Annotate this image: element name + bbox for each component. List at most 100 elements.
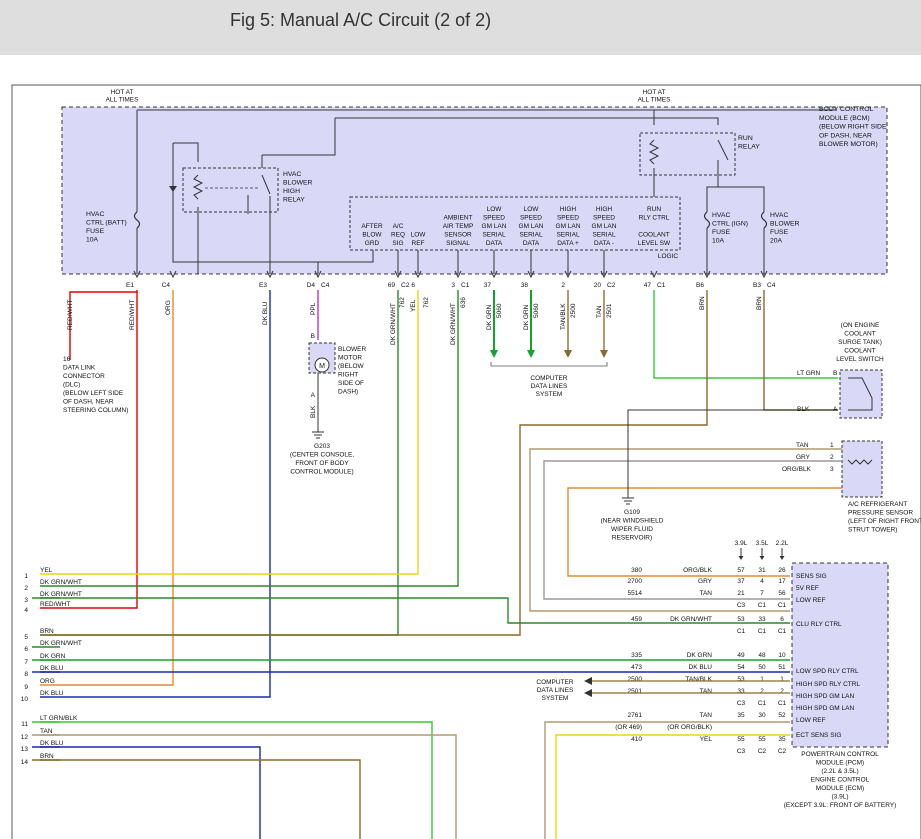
pcm-box <box>791 562 889 748</box>
hvac-ign-fuse-label-0: HVAC <box>712 212 730 219</box>
pressure-pin-2: 3 <box>830 466 834 473</box>
pcm-pin3-8: 1 <box>780 676 784 683</box>
pcm-label-5: (3.9L) <box>832 794 849 801</box>
pin-conn-10: C2 <box>607 282 616 289</box>
hvac-blower-fuse-label-1: BLOWER <box>770 221 800 228</box>
hvac-relay-label-2: HIGH <box>283 188 300 195</box>
pcm-circuit-9: 2501 <box>628 688 643 695</box>
blower-motor-label-2: (BELOW <box>338 363 365 370</box>
hvac-relay-label-0: HVAC <box>283 171 301 178</box>
dlc-label-2: CONNECTOR <box>63 373 105 380</box>
hvac-ign-fuse-label-1: CTRL (IGN) <box>712 221 748 228</box>
wire-label-762-2: 762 <box>423 297 430 308</box>
pcm-pin3-0: 26 <box>778 567 786 574</box>
computer-data-lines-label-1: DATA LINES <box>531 383 568 390</box>
blower-motor-m: M <box>319 363 325 370</box>
bcm-input-label-6-3: SERIAL <box>556 232 580 239</box>
bcm-input-label-6-4: DATA + <box>557 240 579 247</box>
pcm-func-8: HIGH SPD RLY CTRL <box>796 681 860 688</box>
left-wire-color-8: ORG <box>40 678 55 685</box>
pin-chevron-8 <box>527 270 535 279</box>
pcm-pin3-1: 17 <box>778 578 786 585</box>
g109-label-2: WIPER FLUID <box>611 526 653 533</box>
pin-chevron-13 <box>760 270 768 279</box>
bcm-input-label-7-1: SPEED <box>593 215 615 222</box>
left-wire-color-0: YEL <box>40 567 53 574</box>
wire-label-brn-1: BRN <box>699 296 706 310</box>
pcm-label-6: (EXCEPT 3.9L: FRONT OF BATTERY) <box>784 802 897 809</box>
pin-chevron-12 <box>703 270 711 279</box>
left-wire-num-11: 12 <box>21 734 29 741</box>
run-relay-box <box>639 132 736 176</box>
pcm-pin2-0: 31 <box>758 567 766 574</box>
left-wire-color-5: DK GRN/WHT <box>40 640 82 647</box>
pcm-pin2-13: 55 <box>758 736 766 743</box>
left-wire-num-12: 13 <box>21 746 29 753</box>
pin-chevron-6 <box>454 270 462 279</box>
hvac-batt-fuse-symbol <box>133 211 141 229</box>
wire-label-636: 636 <box>460 297 467 308</box>
wire-label-yel: YEL <box>410 299 417 312</box>
pcm-color-4: DK GRN/WHT <box>670 616 712 623</box>
pin-chevron-7 <box>490 270 498 279</box>
pressure-sensor-label-0: A/C REFRIGERANT <box>848 501 907 508</box>
blower-motor-label-4: SIDE OF <box>338 380 364 387</box>
bcm-input-label-0-0: AFTER <box>361 223 383 230</box>
bcm-label-2: (BELOW RIGHT SIDE <box>819 124 887 131</box>
bcm-input-label-5-0: LOW <box>524 206 540 213</box>
hvac-batt-fuse-label-2: FUSE <box>86 228 105 235</box>
pcm-pin1-14: C3 <box>737 748 746 755</box>
wire-brn-b3 <box>763 290 838 411</box>
bcm-input-label-3-1: AIR TEMP <box>443 223 474 230</box>
blower-motor-label-3: RIGHT <box>338 372 358 379</box>
dlc-label-1: DATA LINK <box>63 365 96 372</box>
pcm-pin3-13: 35 <box>778 736 786 743</box>
bcm-input-label-1-1: REQ <box>391 232 405 239</box>
pcm-pin2-7: 50 <box>758 664 766 671</box>
pcm-pin1-0: 57 <box>737 567 745 574</box>
pcm-func-0: SENS SIG <box>796 573 827 580</box>
coolant-switch-label-0: (ON ENGINE <box>841 322 880 329</box>
wire-label-762-1: 762 <box>399 297 406 308</box>
coolant-wire-ltgrn: LT GRN <box>797 370 821 377</box>
pcm-func-9: HIGH SPD GM LAN <box>796 693 854 700</box>
left-wire-color-7: DK BLU <box>40 665 64 672</box>
pcm-color-11: TAN <box>699 712 712 719</box>
pin-chevron-5 <box>414 270 422 279</box>
wire-dkblu-13 <box>40 746 261 839</box>
pcm-circuit-12: (OR 469) <box>615 724 642 731</box>
pcm-label-3: ENGINE CONTROL <box>811 777 870 784</box>
title-bar: Fig 5: Manual A/C Circuit (2 of 2) <box>0 0 921 55</box>
left-wire-num-4: 5 <box>24 634 28 641</box>
g109-label-0: G109 <box>624 509 640 516</box>
after-blow-grd <box>172 143 374 263</box>
pcm-func-1: 5V REF <box>796 585 819 592</box>
pcm-pin2-14: C2 <box>758 748 767 755</box>
left-wire-color-11: TAN <box>40 728 53 735</box>
pcm-label-4: MODULE (ECM) <box>816 785 864 792</box>
wire-yel-ect <box>555 734 790 839</box>
pin-chevron-10 <box>600 270 608 279</box>
wire-tan-sensor <box>529 448 842 612</box>
wire-label-brn-2: BRN <box>756 296 763 310</box>
wire-label-dkgrnwht-1: DK GRN/WHT <box>390 303 397 345</box>
computer-data-lines-2-label-2: SYSTEM <box>542 695 569 702</box>
pin-chevron-3 <box>314 270 322 279</box>
engine-variant-2: 2.2L <box>776 540 789 547</box>
bcm-input-label-4-2: GM LAN <box>482 223 507 230</box>
hvac-blower-fuse-label-0: HVAC <box>770 212 788 219</box>
blower-motor-label-1: MOTOR <box>338 355 362 362</box>
wire-label-dkgrn-2: DK GRN <box>523 304 530 330</box>
pin-label-1: C4 <box>162 282 171 289</box>
wire-blk-ground <box>627 409 838 498</box>
pressure-wire-color-1: GRY <box>796 454 811 461</box>
left-wire-color-9: DK BLU <box>40 690 64 697</box>
wire-label-dkblu: DK BLU <box>262 301 269 325</box>
pcm-color-6: DK GRN <box>687 652 713 659</box>
left-wire-num-8: 9 <box>24 684 28 691</box>
pin-label-0: E1 <box>126 282 134 289</box>
bcm-input-label-5-4: DATA <box>523 240 540 247</box>
pressure-sensor-box <box>841 440 883 498</box>
relay-feed <box>173 142 199 162</box>
